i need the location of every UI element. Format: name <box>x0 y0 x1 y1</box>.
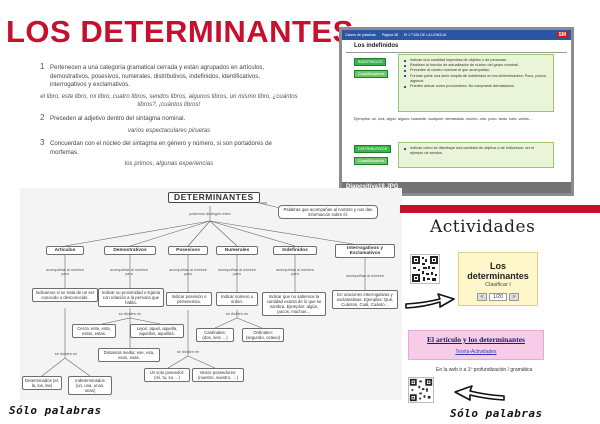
desc-numerales: Indicar número u orden. <box>216 292 258 306</box>
art-determinados: Determinados (el, la, los, las) <box>22 376 62 390</box>
cat-numerales: Numerales <box>216 246 258 255</box>
quiz-card[interactable]: Los determinantes Clasificar I < 1/20 > <box>458 252 538 306</box>
link-dividen: se dividen en <box>118 312 142 316</box>
link-acompanan: acompañan al nombre para <box>276 268 314 277</box>
cat-posesivos: Posesivos <box>168 246 208 255</box>
link-acompanan: acompañan al nombre para <box>110 268 148 277</box>
slide-bullet: Preceden al núcleo nominal al que acompa… <box>404 68 548 73</box>
slide-bullet: Indican cómo se distribuye una cantidad … <box>404 146 548 156</box>
solo-palabras-logo: Sólo palabras <box>9 404 102 417</box>
link-acompanan: acompañan al nombre para <box>218 268 256 277</box>
rule-text: Pertenecen a una categoría gramatical ce… <box>50 64 265 89</box>
rule-text: Preceden al adjetivo dentro del sintagma… <box>50 114 186 122</box>
slide-label-cuantificadores: Cuantificadores <box>354 70 389 78</box>
concept-map-connectors <box>41 199 366 377</box>
slide-thumbnail[interactable]: Clases de palabras Página 38 El 1.º DÍA … <box>339 27 574 196</box>
slide-bullet: Indican una cantidad imprecisa de objeto… <box>404 58 548 63</box>
qr-code-icon[interactable] <box>410 254 440 284</box>
arrow-left-icon <box>452 381 506 408</box>
slide-bar-left: Clases de palabras <box>345 33 376 37</box>
desc-interrogativos: En oraciones interrogativas y exclamativ… <box>332 290 398 309</box>
desc-demostrativos: Indicar su proximidad o lejanía con rela… <box>98 288 164 307</box>
page-title: LOS DETERMINANTES <box>6 14 354 49</box>
link-dividen: se dividen en <box>54 352 78 356</box>
quiz-title: Los determinantes <box>467 261 529 281</box>
num-ordinales: Ordinales: (segundo, octavo) <box>242 328 284 342</box>
desc-articulos: Indicarnos si se trata de un ser conocid… <box>32 288 98 302</box>
rule-example: varios espectaculares piruetas <box>127 126 211 134</box>
red-divider <box>400 205 600 213</box>
quiz-prev-button[interactable]: < <box>477 293 487 301</box>
link-dividen: se dividen en <box>176 350 200 354</box>
slide-header-bar: Clases de palabras Página 38 El 1.º DÍA … <box>342 30 571 40</box>
rule-example: el libro, este libro, mi libro, cuatro l… <box>40 92 298 109</box>
pos-un-poseedor: Un solo poseedor: (mi, tu, su …) <box>144 368 190 382</box>
slide-content: Clases de palabras Página 38 El 1.º DÍA … <box>342 30 571 193</box>
cat-interrogativos: Interrogativos y Exclamativos <box>335 244 395 258</box>
slide-panel-indefinidos: Indican una cantidad imprecisa de objeto… <box>398 54 554 112</box>
quiz-nav: < 1/20 > <box>459 293 537 301</box>
quiz-next-button[interactable]: > <box>509 293 519 301</box>
link-distinguir: podemos distinguir entre <box>189 212 231 216</box>
cat-articulos: Artículos <box>46 246 84 255</box>
pos-varios-poseedores: Varios poseedores: (nuestro, vuestro, …) <box>192 368 244 382</box>
slide-label-distributivos: DISTRIBUTIVOS <box>354 145 392 153</box>
concept-definition: Palabras que acompañan al nombre y nos d… <box>278 205 378 219</box>
cat-indefinidos: Indefinidos <box>273 246 317 255</box>
slide-caption: Diapositiva18.JPG <box>342 182 571 193</box>
slide-panel-distributivos: Indican cómo se distribuye una cantidad … <box>398 142 554 168</box>
slide-bullet: Forman parte una serie amplia de indefin… <box>404 74 548 84</box>
slide-bullet: Realizan la función de actualizador de n… <box>404 63 548 68</box>
link-acompanan: acompañan al nombre <box>346 274 384 278</box>
qr-code-icon[interactable] <box>408 377 434 403</box>
rule-text: Concuerdan con el núcleo del sintagma en… <box>50 140 272 156</box>
rule-item: 2 Preceden al adjetivo dentro del sintag… <box>40 112 298 124</box>
article-title[interactable]: El artículo y los determinantes <box>427 335 525 344</box>
slide-examples: Ejemplos: un, una, algún, alguno, bastan… <box>354 117 533 121</box>
art-indeterminados: Indeterminados (un, una, unos, unas) <box>68 376 112 395</box>
slide-heading: Los indefinidos <box>346 40 567 53</box>
desc-posesivos: Indicar posesión o pertenencia. <box>166 292 212 306</box>
solo-palabras-logo: Sólo palabras <box>450 407 543 420</box>
concept-map: DETERMINANTES son Palabras que acompañan… <box>20 188 402 400</box>
arrow-right-icon <box>404 289 456 316</box>
link-acompanan: acompañan al nombre para <box>46 268 84 277</box>
article-card[interactable]: El artículo y los determinantes Teoría-A… <box>408 330 544 360</box>
desc-indefinidos: Indicar que no sabemos la cantidad exact… <box>262 292 326 316</box>
slide-label-indefinidos: INDEFINIDOS <box>354 58 387 66</box>
quiz-page-count: 1/20 <box>489 293 507 301</box>
sm-logo: SM <box>556 32 568 38</box>
concept-main: DETERMINANTES <box>168 192 260 203</box>
web-note: En la web ir a 1º profundización / gramá… <box>436 367 533 373</box>
slide-label-cuantificadores-2: Cuantificadores <box>354 157 389 165</box>
rules-panel: 1 Pertenecen a una categoría gramatical … <box>40 62 298 174</box>
rule-number: 3 <box>40 138 45 148</box>
quiz-subtitle: Clasificar I <box>485 282 511 288</box>
slide-bar-mid: Página 38 <box>381 33 398 37</box>
rule-number: 2 <box>40 112 45 122</box>
link-acompanan: acompañan al nombre para <box>169 268 207 277</box>
slide-bar-right: El 1.º DÍA DE LA LENGUA <box>403 33 447 37</box>
activities-title: Actividades <box>430 217 536 237</box>
dem-cerca: Cerca: este, esta, estos, estas. <box>72 324 116 338</box>
cat-demostrativos: Demostrativos <box>104 246 156 255</box>
rule-item: 3 Concuerdan con el núcleo del sintagma … <box>40 138 298 157</box>
slide-bullet: Pueden actuar como pronombres: No compra… <box>404 84 548 89</box>
link-son: son <box>260 201 268 205</box>
link-dividen: se dividen en <box>225 312 249 316</box>
article-link[interactable]: Teoría-Actividades <box>455 349 497 355</box>
rule-item: 1 Pertenecen a una categoría gramatical … <box>40 62 298 90</box>
rule-number: 1 <box>40 62 45 71</box>
dem-distancia: Distancia media: ese, esa, esos, esas. <box>98 348 160 362</box>
num-cardinales: Cardinales: (dos, seis …) <box>196 328 234 342</box>
dem-lejos: Lejos: aquel, aquella, aquellos, aquella… <box>130 324 184 338</box>
rule-example: los primos, algunas experiencias <box>124 160 214 168</box>
